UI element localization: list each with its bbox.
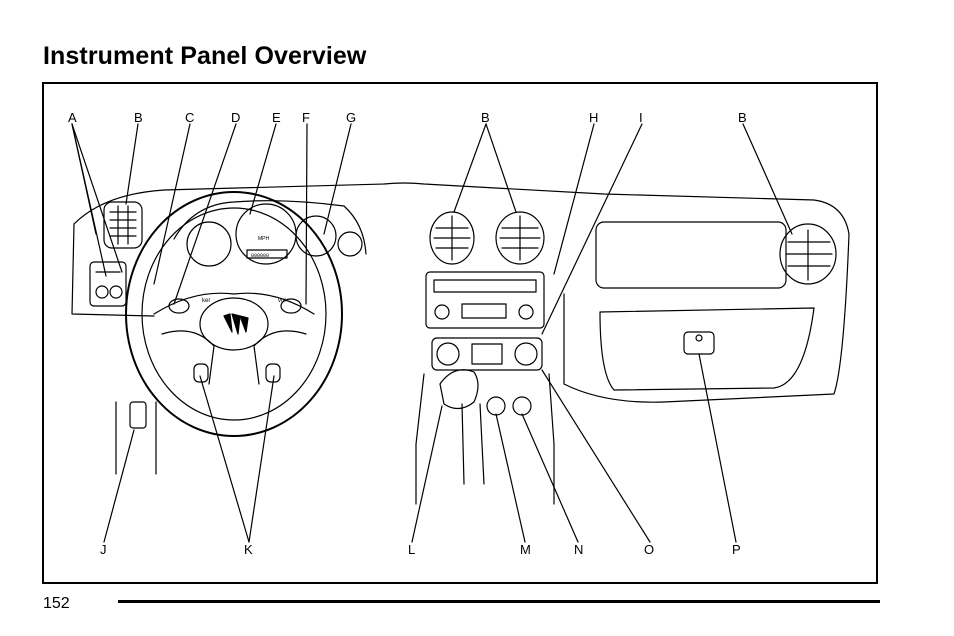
passenger-vent xyxy=(779,223,837,285)
dashboard-illustration: A B C D E F G B H I B J K L M N O P MPH … xyxy=(68,110,850,557)
headlamp-switch xyxy=(89,261,127,307)
callout-f: F xyxy=(302,110,310,125)
page-number: 152 xyxy=(43,595,70,612)
callout-b-right: B xyxy=(738,110,747,125)
lower-column xyxy=(115,401,157,475)
dash-top-outline xyxy=(73,182,850,235)
passenger-panel xyxy=(595,221,787,289)
horn-label-right: vol xyxy=(278,298,286,304)
radio xyxy=(425,271,545,329)
center-console xyxy=(415,369,555,505)
left-vent xyxy=(103,201,143,249)
center-vent-left xyxy=(429,211,475,265)
callout-labels-bottom: J K L M N O P xyxy=(100,542,741,557)
callout-j: J xyxy=(100,542,107,557)
footer-rule xyxy=(118,600,880,603)
callout-h: H xyxy=(589,110,598,125)
horn-label-left: ker xyxy=(202,298,210,304)
callout-e: E xyxy=(272,110,281,125)
callout-l: L xyxy=(408,542,415,557)
callout-n: N xyxy=(574,542,583,557)
callout-a: A xyxy=(68,110,77,125)
callout-b-center: B xyxy=(481,110,490,125)
callout-c: C xyxy=(185,110,194,125)
callout-k: K xyxy=(244,542,253,557)
climate-controls xyxy=(431,337,543,371)
buick-emblem xyxy=(223,313,249,335)
callout-g: G xyxy=(346,110,356,125)
passenger-dash-lower xyxy=(563,233,850,403)
glovebox xyxy=(599,307,815,391)
callout-b-left: B xyxy=(134,110,143,125)
steering-wheel xyxy=(125,191,343,437)
callout-d: D xyxy=(231,110,240,125)
callout-i: I xyxy=(639,110,643,125)
callout-p: P xyxy=(732,542,741,557)
page-title: Instrument Panel Overview xyxy=(43,42,367,70)
callout-m: M xyxy=(520,542,531,557)
leader-lines xyxy=(71,123,793,543)
odometer-readout: 000000 xyxy=(251,253,269,259)
instrument-cluster xyxy=(173,200,367,267)
callout-labels-top: A B C D E F G B H I B xyxy=(68,110,747,125)
instrument-panel-figure: A B C D E F G B H I B J K L M N O P MPH … xyxy=(42,82,878,584)
center-vent-right xyxy=(495,211,545,265)
speedometer-unit: MPH xyxy=(258,236,270,242)
callout-o: O xyxy=(644,542,654,557)
parking-brake-release xyxy=(129,401,147,429)
